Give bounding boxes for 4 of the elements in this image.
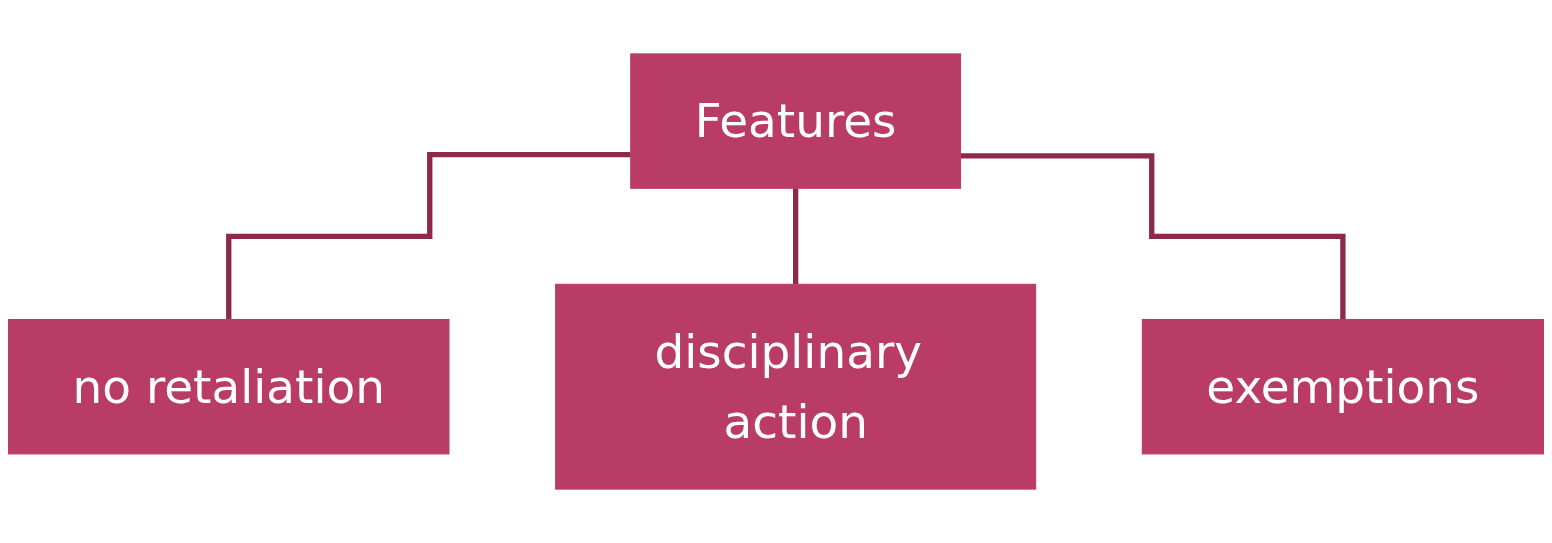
node-box: Features — [630, 53, 962, 189]
node-box: no retaliation — [8, 318, 450, 455]
node-box: disciplinary action — [555, 283, 1037, 490]
node-box: exemptions — [1141, 318, 1544, 455]
